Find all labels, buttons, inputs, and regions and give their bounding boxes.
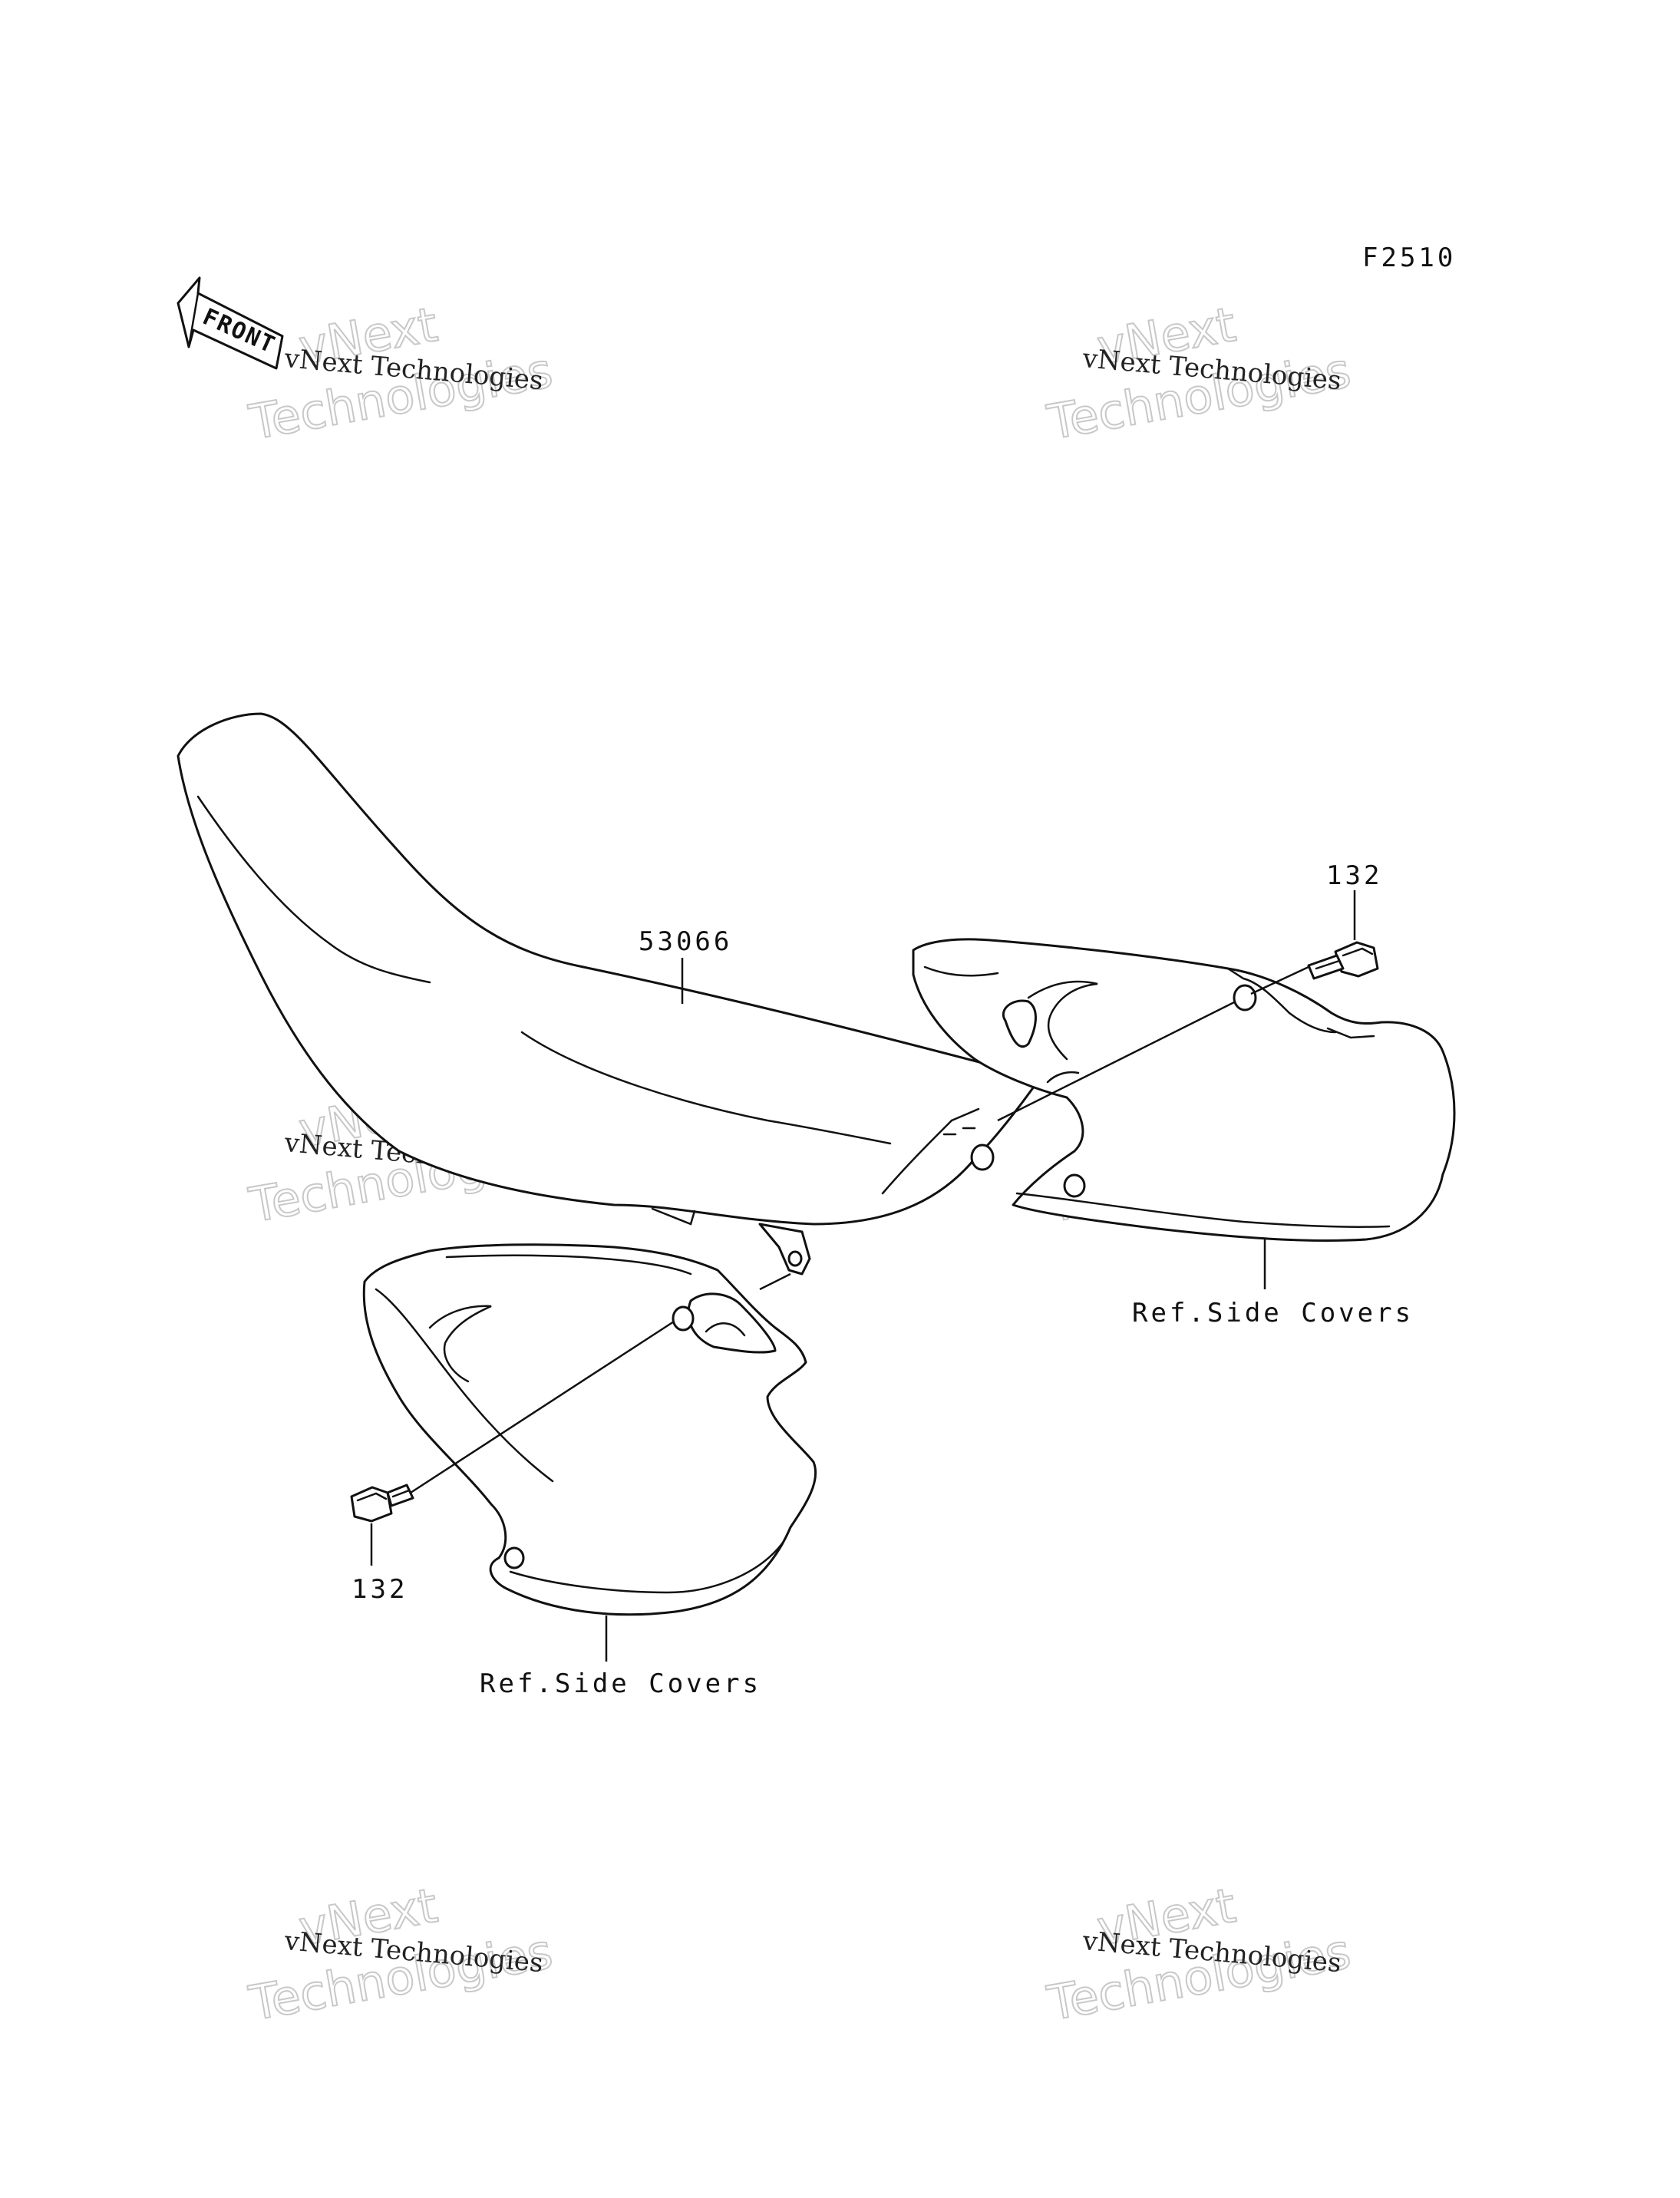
callout-ref-left: Ref.Side Covers	[480, 1668, 761, 1699]
callout-bolt-right: 132	[1326, 860, 1382, 891]
bolt-right-icon	[1307, 941, 1379, 980]
callout-bolt-left: 132	[352, 1574, 408, 1605]
bolt-left-icon	[350, 1483, 414, 1523]
left-side-cover	[362, 1243, 817, 1616]
front-arrow-icon: FRONT	[177, 276, 284, 370]
centerline-bolt-left	[410, 1320, 675, 1494]
centerline-bolt-right	[1250, 965, 1309, 995]
centerline-seat-lower	[759, 1272, 791, 1291]
right-side-cover	[912, 938, 1456, 1242]
seat-part	[177, 712, 1041, 1276]
callout-seat-part: 53066	[639, 926, 732, 957]
diagram-code: F2510	[1362, 243, 1456, 273]
callout-ref-right: Ref.Side Covers	[1132, 1298, 1414, 1328]
centerline-bolt-right-2	[997, 1000, 1236, 1122]
